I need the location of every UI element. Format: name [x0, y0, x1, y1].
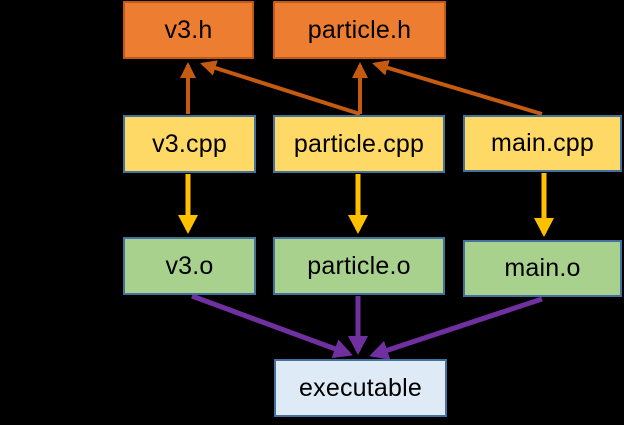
node-main-cpp: main.cpp: [463, 115, 622, 172]
edge-maincpp-to-particleh: [372, 60, 543, 116]
edge-v3o-to-executable: [191, 293, 353, 359]
edge-particlecpp-to-v3h: [200, 60, 361, 116]
node-v3-o: v3.o: [123, 237, 256, 295]
node-particle-h: particle.h: [273, 1, 446, 59]
node-particle-o: particle.o: [273, 237, 445, 295]
node-executable: executable: [274, 359, 447, 417]
node-v3-h: v3.h: [123, 1, 254, 59]
node-particle-cpp: particle.cpp: [273, 115, 445, 173]
edge-maino-to-executable: [369, 296, 543, 360]
node-v3-cpp: v3.cpp: [123, 115, 256, 173]
node-main-o: main.o: [463, 240, 622, 297]
